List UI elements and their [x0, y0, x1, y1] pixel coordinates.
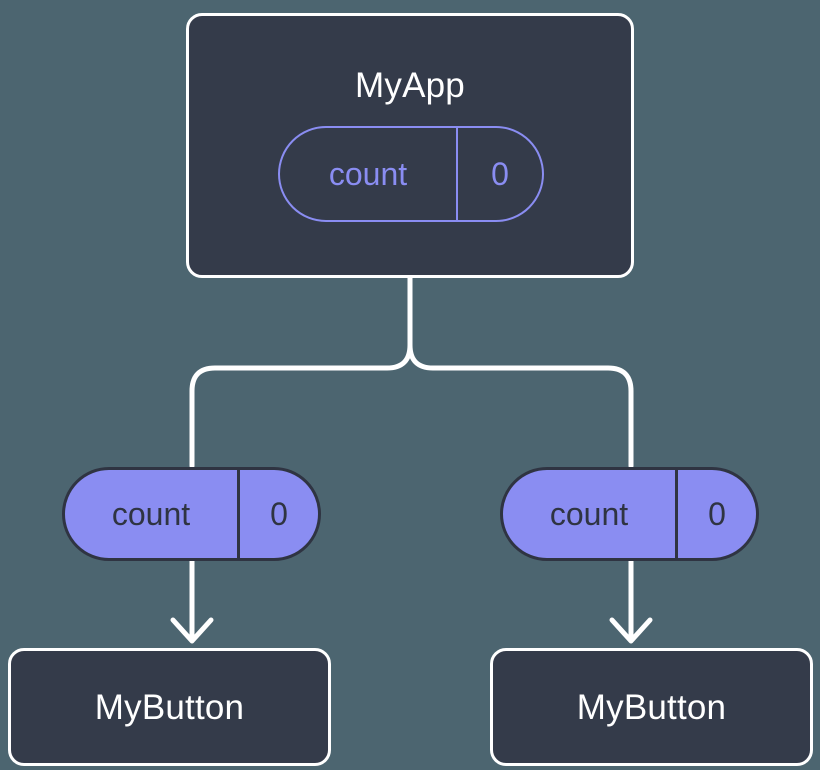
node-myapp-title: MyApp — [355, 66, 465, 105]
node-mybutton-right[interactable]: MyButton — [490, 648, 813, 766]
node-myapp[interactable]: MyApp — [186, 13, 634, 278]
node-mybutton-left[interactable]: MyButton — [8, 648, 331, 766]
node-mybutton-right-title: MyButton — [576, 687, 727, 727]
state-pill-myapp[interactable]: count 0 — [278, 126, 544, 222]
edge-split-connector — [189, 275, 413, 469]
props-pill-right[interactable]: count 0 — [500, 467, 759, 561]
props-pill-right-value: 0 — [708, 496, 726, 532]
node-mybutton-left-title: MyButton — [94, 687, 245, 727]
arrow-head-right-icon — [609, 617, 653, 644]
state-pill-myapp-value: 0 — [491, 156, 509, 192]
props-pill-left-value: 0 — [270, 496, 288, 532]
state-pill-myapp-key: count — [280, 128, 458, 220]
props-pill-right-key: count — [503, 470, 678, 558]
props-pill-left-key: count — [65, 470, 240, 558]
arrow-head-left-icon — [170, 617, 214, 644]
edge-split-connector-right — [407, 342, 634, 469]
props-pill-left[interactable]: count 0 — [62, 467, 321, 561]
